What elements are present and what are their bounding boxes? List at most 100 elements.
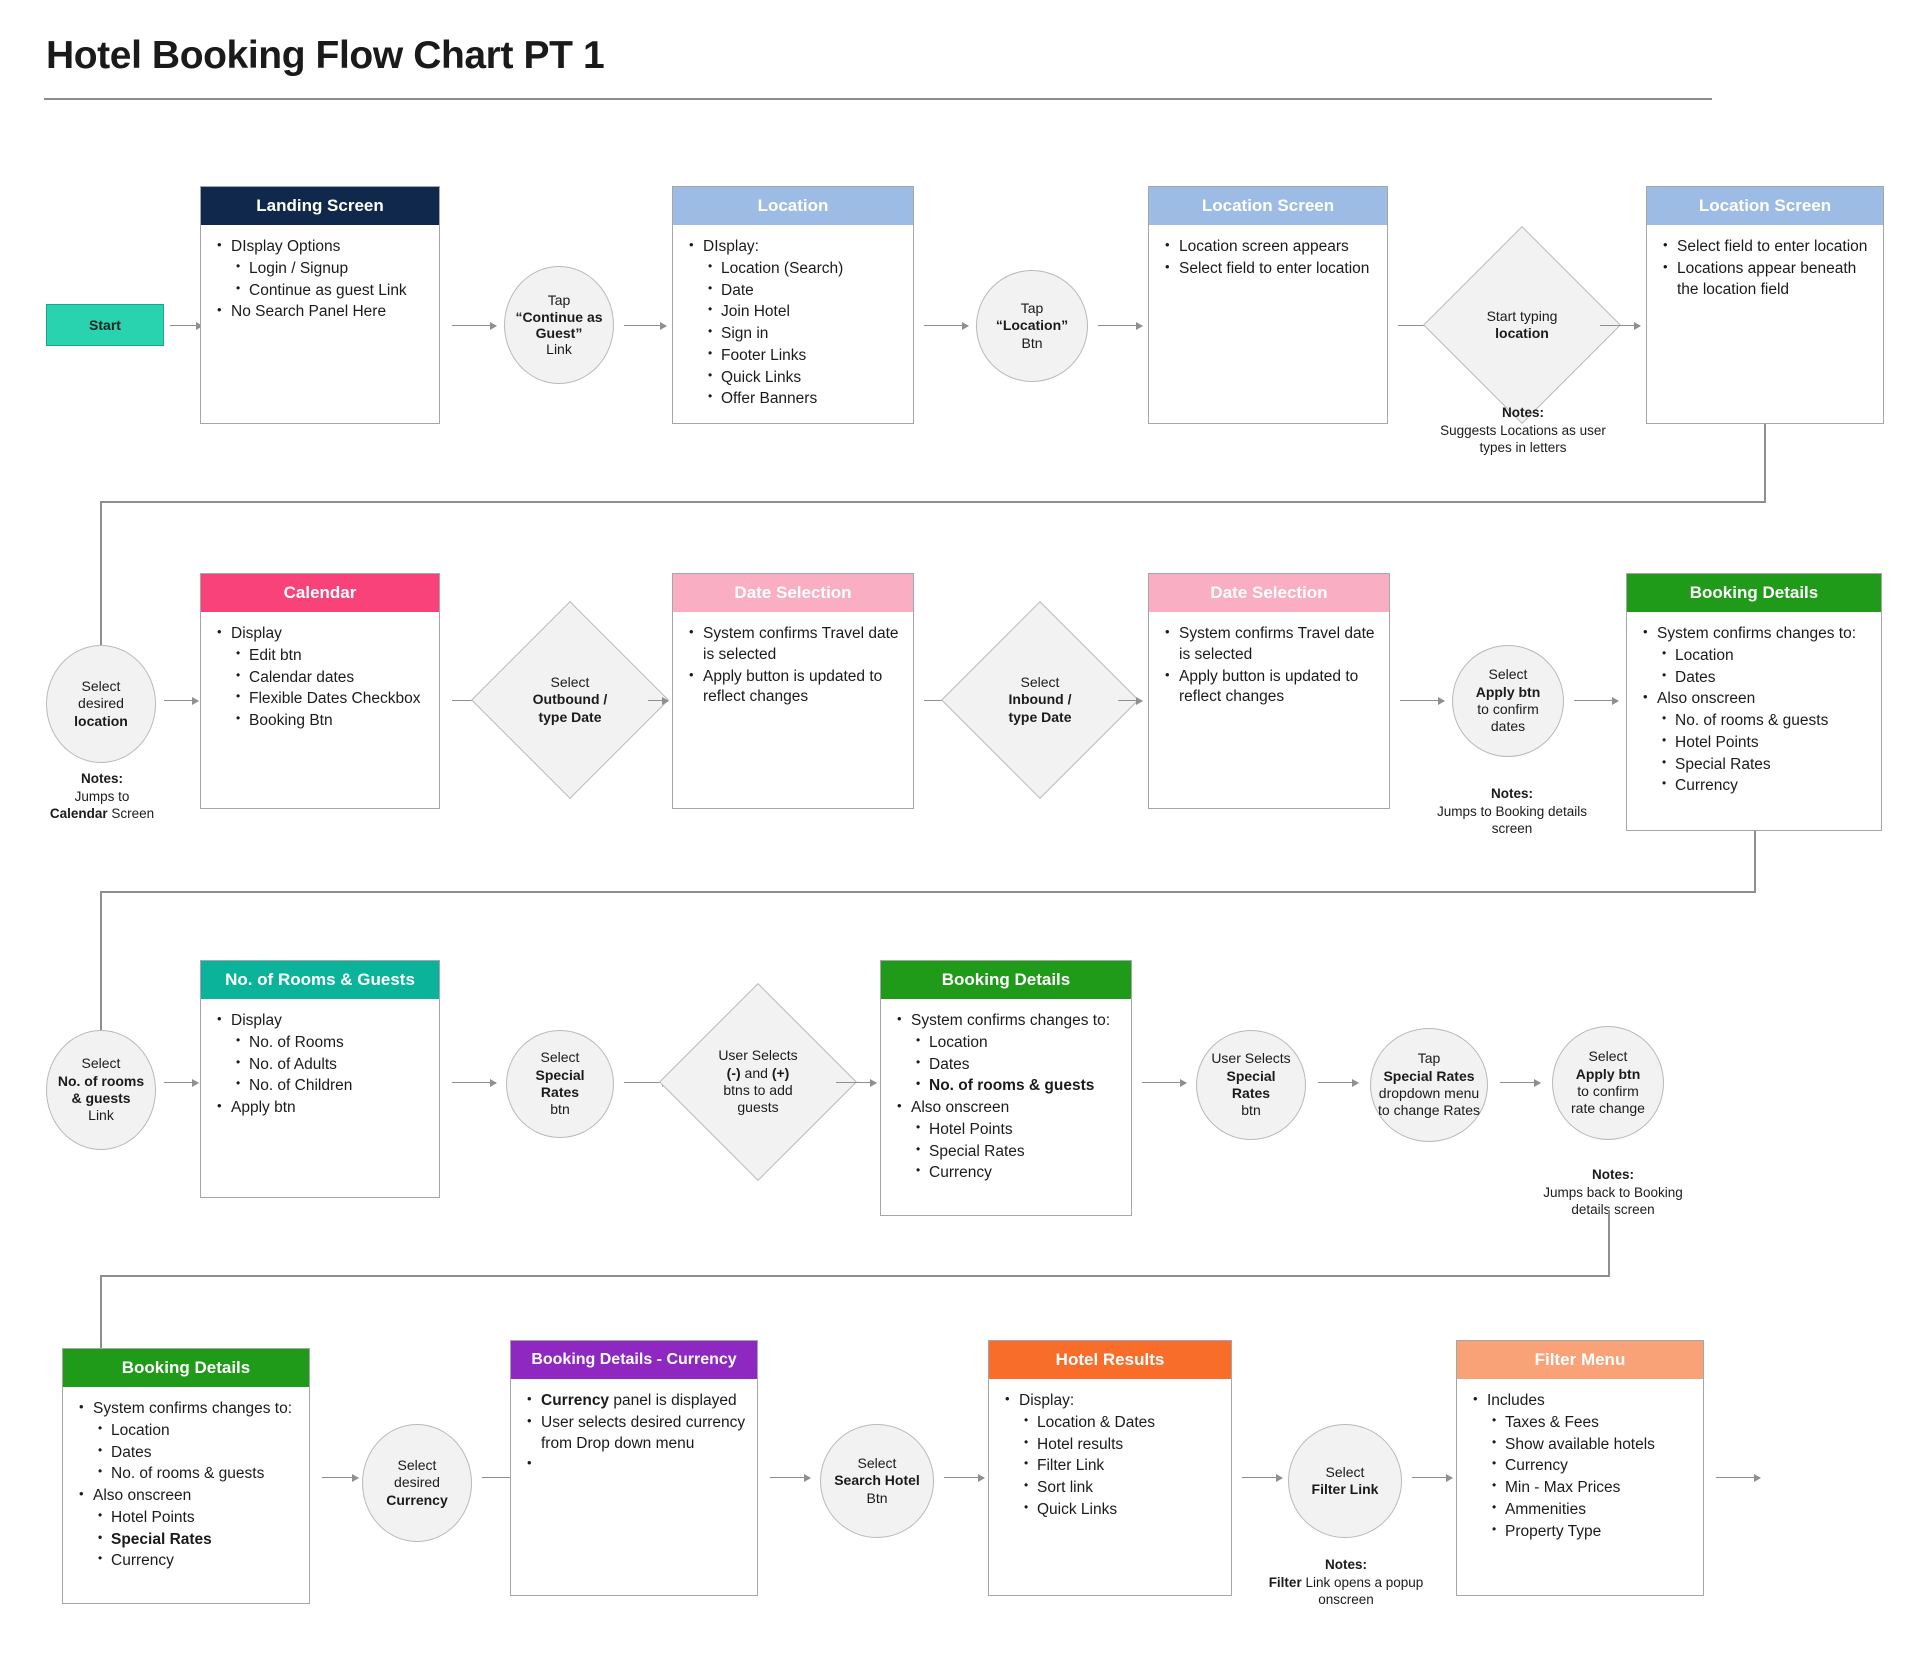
card-landing-screen: Landing Screen DIsplay Options Login / S… — [200, 186, 440, 424]
card-filter-menu-body: Includes Taxes & Fees Show available hot… — [1457, 1379, 1703, 1595]
connector-typing-to-locscreen2 — [1600, 321, 1641, 330]
card-location: Location DIsplay: Location (Search) Date… — [672, 186, 914, 424]
node-select-outbound-date[interactable]: Select Outbound / type Date — [471, 601, 669, 799]
list-item: Currency — [895, 1162, 1121, 1184]
start-terminator[interactable]: Start — [46, 304, 164, 346]
connector-row1-to-row2-down — [1764, 424, 1766, 502]
usr-line2: Special — [1226, 1067, 1276, 1084]
rooms-guests-list: Display No. of Rooms No. of Adults No. o… — [215, 1010, 429, 1119]
notes-select-location: Notes: Jumps to Calendar Screen — [20, 770, 184, 823]
node-tap-location-btn[interactable]: Tap “Location” Btn — [976, 270, 1088, 382]
notes-line2-rest: Screen — [107, 806, 155, 822]
list-item: Currency panel is displayed — [525, 1390, 747, 1412]
location-screen-2-list: Select field to enter location Locations… — [1661, 236, 1873, 300]
connector-roomscard-to-specialrates1 — [452, 1078, 497, 1087]
list-item: Calendar dates — [215, 667, 429, 689]
list-item: Also onscreen — [77, 1485, 299, 1507]
list-item: Includes — [1471, 1390, 1693, 1412]
connector-taplocation-to-locscreen1 — [1098, 321, 1143, 330]
list-item: Also onscreen — [1641, 688, 1871, 710]
list-item: Property Type — [1471, 1521, 1693, 1543]
outbound-line2: Outbound / — [532, 691, 608, 708]
card-location-screen-2: Location Screen Select field to enter lo… — [1646, 186, 1884, 424]
list-item: Dates — [895, 1054, 1121, 1076]
apply-line1: Select — [1488, 666, 1528, 683]
card-booking-details-row3: Booking Details System confirms changes … — [880, 960, 1132, 1216]
node-select-rooms-guests-link[interactable]: Select No. of rooms & guests Link — [46, 1030, 156, 1150]
cur-line2: desired — [394, 1474, 440, 1491]
card-date-selection-2: Date Selection System confirms Travel da… — [1148, 573, 1390, 809]
notes-label: Notes: — [1591, 1167, 1634, 1182]
list-item: Location — [1641, 645, 1871, 667]
select-location-line2: desired — [78, 695, 124, 712]
card-location-screen-2-title: Location Screen — [1647, 187, 1883, 225]
node-select-filter-link[interactable]: Select Filter Link — [1288, 1424, 1402, 1538]
card-location-screen-2-body: Select field to enter location Locations… — [1647, 225, 1883, 423]
sar-line3: to confirm — [1577, 1083, 1639, 1099]
list-item: No. of Rooms — [215, 1032, 429, 1054]
landing-screen-list: DIsplay Options Login / Signup Continue … — [215, 236, 429, 323]
connector-hotelresults-to-filterlink — [1242, 1473, 1283, 1482]
usr-line1: User Selects — [1211, 1050, 1291, 1067]
fl-line2: Filter Link — [1311, 1481, 1379, 1497]
list-item: Apply button is updated to reflect chang… — [687, 666, 903, 709]
node-tap-special-rates-dropdown[interactable]: Tap Special Rates dropdown menu to chang… — [1370, 1028, 1488, 1142]
list-item: Select field to enter location — [1661, 236, 1873, 258]
list-item: Continue as guest Link — [215, 280, 429, 302]
list-item: Hotel Points — [77, 1507, 299, 1529]
connector-row2-to-row3-left — [100, 891, 1756, 893]
node-user-selects-plus-minus[interactable]: User Selects (-) and (+) btns to add gue… — [659, 983, 857, 1181]
title-divider — [44, 98, 1712, 100]
card-filter-menu: Filter Menu Includes Taxes & Fees Show a… — [1456, 1340, 1704, 1596]
node-select-apply-btn-dates[interactable]: Select Apply btn to confirm dates — [1452, 645, 1564, 757]
connector-landing-to-tapguest — [452, 321, 497, 330]
card-booking-details-row2-body: System confirms changes to: Location Dat… — [1627, 612, 1881, 830]
node-user-selects-special-rates[interactable]: User Selects Special Rates btn — [1196, 1030, 1306, 1140]
list-item: Quick Links — [687, 367, 903, 389]
list-item: No. of Adults — [215, 1054, 429, 1076]
list-item: System confirms changes to: — [895, 1010, 1121, 1032]
connector-tapguest-to-location — [624, 321, 667, 330]
pm-and: and — [740, 1064, 772, 1081]
card-date-selection-2-body: System confirms Travel date is selected … — [1149, 612, 1389, 808]
card-booking-details-currency-title: Booking Details - Currency — [511, 1341, 757, 1379]
list-item: Booking Btn — [215, 710, 429, 732]
list-item: Location — [895, 1032, 1121, 1054]
card-booking-details-row4-body: System confirms changes to: Location Dat… — [63, 1387, 309, 1603]
node-select-desired-location[interactable]: Select desired location — [46, 645, 156, 763]
node-select-desired-currency[interactable]: Select desired Currency — [362, 1424, 472, 1542]
list-item: Ammenities — [1471, 1499, 1693, 1521]
sr1-line3: btn — [550, 1101, 570, 1118]
card-calendar-body: Display Edit btn Calendar dates Flexible… — [201, 612, 439, 808]
card-filter-menu-title: Filter Menu — [1457, 1341, 1703, 1379]
hotel-results-list: Display: Location & Dates Hotel results … — [1003, 1390, 1221, 1521]
node-start-typing-location[interactable]: Start typing location — [1423, 226, 1621, 424]
sar-line2: Apply btn — [1575, 1065, 1641, 1082]
sar-line1: Select — [1588, 1048, 1628, 1065]
tsr-line2: Special Rates — [1383, 1067, 1475, 1084]
list-item: Flexible Dates Checkbox — [215, 688, 429, 710]
node-select-search-hotel-btn[interactable]: Select Search Hotel Btn — [820, 1424, 934, 1538]
list-item: Taxes & Fees — [1471, 1412, 1693, 1434]
node-select-special-rates-btn[interactable]: Select Special Rates btn — [506, 1030, 614, 1138]
date-selection-2-list: System confirms Travel date is selected … — [1163, 623, 1379, 708]
list-item: Sign in — [687, 323, 903, 345]
card-date-selection-1-title: Date Selection — [673, 574, 913, 612]
node-tap-continue-as-guest[interactable]: Tap “Continue as Guest” Link — [504, 266, 614, 384]
card-calendar: Calendar Display Edit btn Calendar dates… — [200, 573, 440, 809]
pm-line1: User Selects — [718, 1047, 798, 1064]
card-location-title: Location — [673, 187, 913, 225]
select-inbound-label: Select Inbound / type Date — [976, 674, 1104, 726]
tap-guest-line2: “Continue as Guest” — [515, 308, 603, 341]
notes-apply-dates: Notes: Jumps to Booking details screen — [1434, 785, 1590, 838]
rooms-line2: No. of rooms — [57, 1072, 145, 1089]
connector-location-to-taplocation — [924, 321, 969, 330]
node-select-inbound-date[interactable]: Select Inbound / type Date — [941, 601, 1139, 799]
card-hotel-results: Hotel Results Display: Location & Dates … — [988, 1340, 1232, 1596]
node-select-apply-btn-rate-change[interactable]: Select Apply btn to confirm rate change — [1552, 1026, 1664, 1140]
list-item: Footer Links — [687, 345, 903, 367]
list-item: Currency — [1641, 775, 1871, 797]
usr-line2b: Rates — [1231, 1085, 1271, 1101]
list-item: Edit btn — [215, 645, 429, 667]
